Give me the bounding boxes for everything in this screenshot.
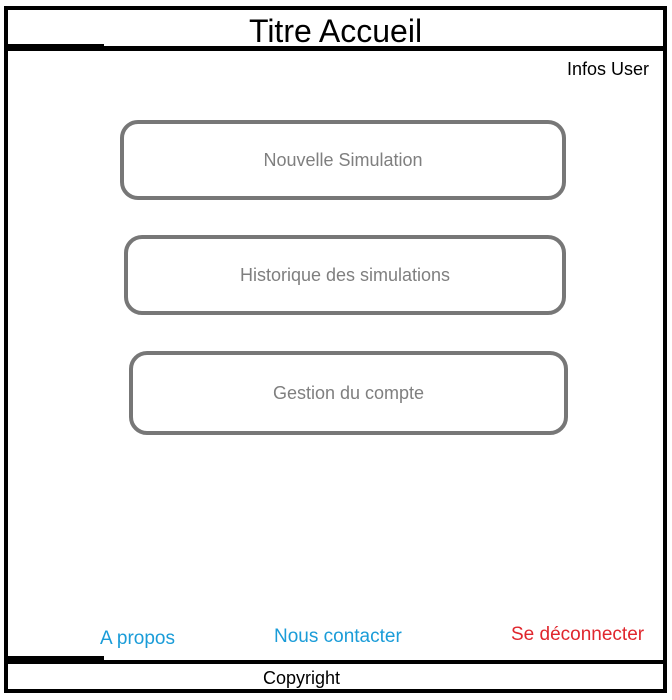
about-link[interactable]: A propos xyxy=(100,628,175,649)
edge-divider-top xyxy=(8,44,104,49)
user-info[interactable]: Infos User xyxy=(566,59,649,79)
page-title: Titre Accueil xyxy=(248,13,423,49)
main-panel: Infos User Nouvelle Simulation Historiqu… xyxy=(4,47,667,664)
account-management-button[interactable]: Gestion du compte xyxy=(129,351,568,435)
new-simulation-label: Nouvelle Simulation xyxy=(263,149,423,170)
logout-link[interactable]: Se déconnecter xyxy=(511,624,645,645)
simulation-history-label: Historique des simulations xyxy=(239,264,451,285)
copyright-text: Copyright xyxy=(263,668,341,688)
contact-link[interactable]: Nous contacter xyxy=(274,626,402,647)
edge-divider-bottom xyxy=(8,656,104,661)
page-footer: Copyright xyxy=(4,660,667,693)
simulation-history-button[interactable]: Historique des simulations xyxy=(124,235,566,315)
new-simulation-button[interactable]: Nouvelle Simulation xyxy=(120,120,566,200)
page-header: Titre Accueil xyxy=(4,6,667,50)
account-management-label: Gestion du compte xyxy=(272,382,425,403)
